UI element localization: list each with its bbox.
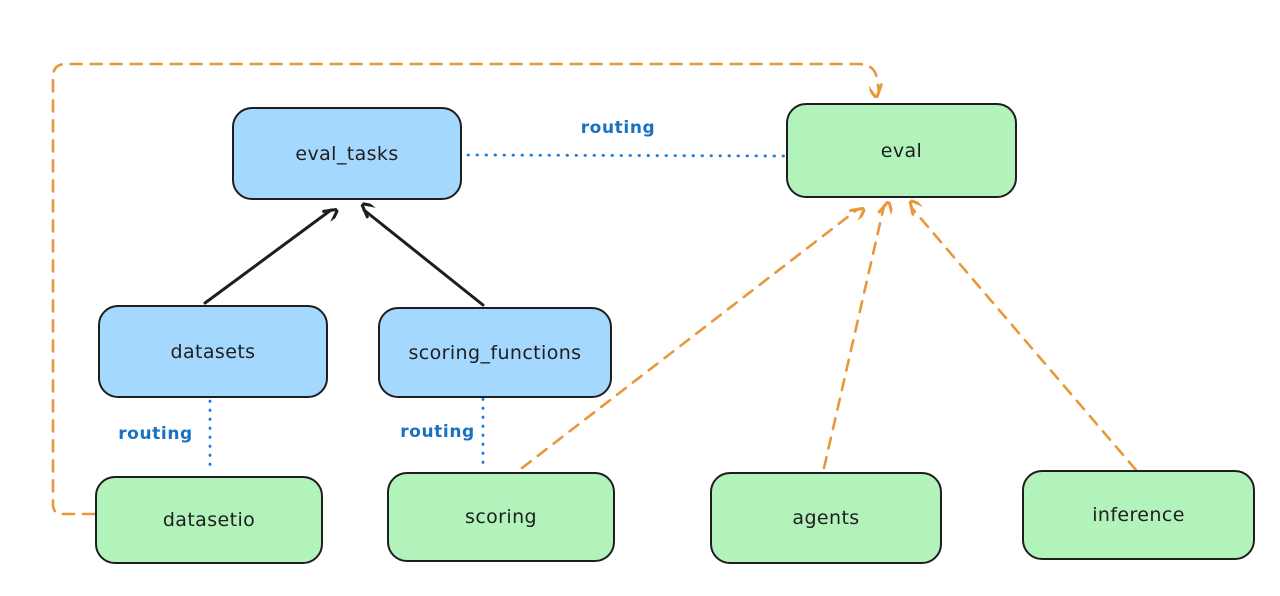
- edge-scoring-functions-eval-tasks: [364, 210, 485, 307]
- node-scoring-functions-label: scoring_functions: [408, 341, 582, 364]
- node-agents-label: agents: [792, 507, 860, 529]
- node-eval-label: eval: [880, 139, 923, 162]
- routing-label-datasets-datasetio: routing: [118, 424, 193, 444]
- node-eval: eval: [786, 103, 1017, 198]
- node-inference-label: inference: [1092, 504, 1185, 526]
- edge-scoring-eval: [520, 209, 858, 470]
- node-datasets: datasets: [98, 305, 328, 398]
- node-eval-tasks-label: eval_tasks: [295, 142, 399, 165]
- node-datasetio: datasetio: [95, 476, 323, 564]
- node-datasets-label: datasets: [170, 340, 256, 363]
- node-scoring-functions: scoring_functions: [378, 307, 612, 398]
- edge-eval-tasks-eval-routing: [466, 153, 788, 158]
- node-eval-tasks: eval_tasks: [232, 107, 462, 200]
- node-agents: agents: [710, 472, 942, 564]
- node-inference: inference: [1022, 470, 1255, 560]
- edge-datasets-eval-tasks: [203, 210, 331, 305]
- node-scoring: scoring: [387, 472, 615, 562]
- routing-label-scoring-functions-scoring: routing: [400, 422, 475, 442]
- node-datasetio-label: datasetio: [162, 509, 256, 531]
- edge-datasetio-eval: [51, 62, 879, 516]
- edge-agents-eval: [822, 206, 884, 470]
- node-scoring-label: scoring: [465, 506, 537, 528]
- edge-inference-eval: [911, 207, 1138, 472]
- routing-label-eval-tasks-eval: routing: [580, 118, 656, 138]
